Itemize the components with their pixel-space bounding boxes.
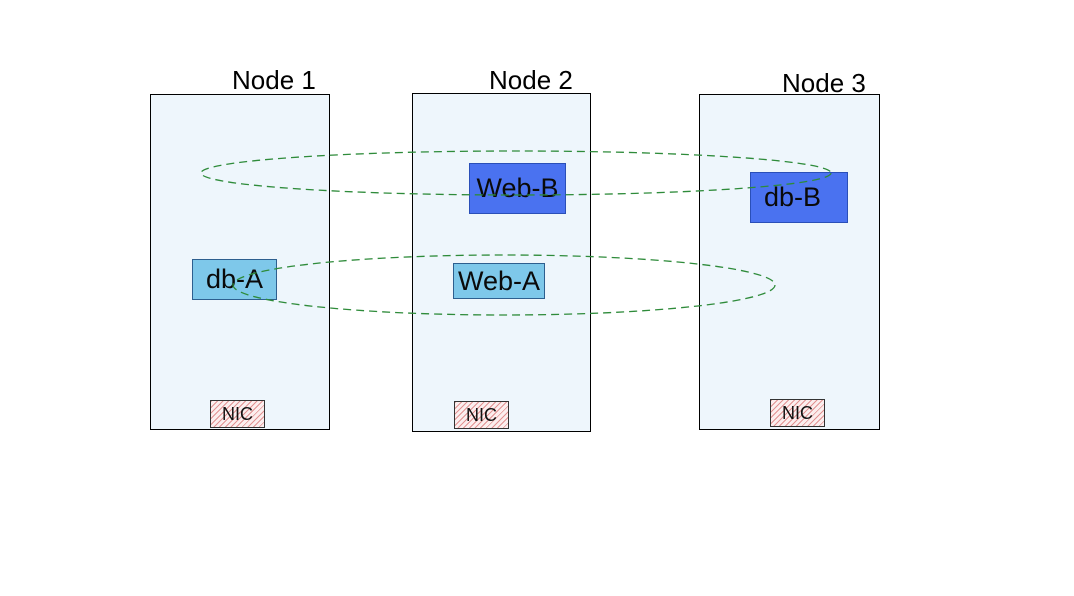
vm-web-a[interactable]: Web-A [453, 263, 545, 299]
vm-db-b[interactable]: db-B [750, 172, 848, 223]
vm-web-b[interactable]: Web-B [469, 163, 566, 214]
node-1-label: Node 1 [232, 65, 316, 95]
node-3-box [699, 94, 880, 430]
node-2-label: Node 2 [489, 65, 573, 95]
node-1-nic: NIC [210, 400, 265, 428]
vm-db-a[interactable]: db-A [192, 259, 277, 300]
node-3-nic: NIC [770, 399, 825, 427]
node-2-nic: NIC [454, 401, 509, 429]
node-3-label: Node 3 [782, 68, 866, 98]
